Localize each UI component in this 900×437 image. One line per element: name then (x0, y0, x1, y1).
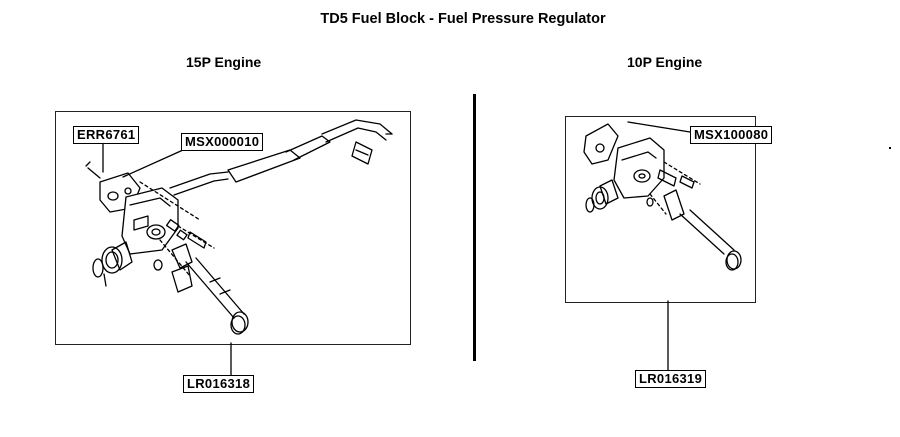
stray-dot (889, 147, 891, 149)
right-engine-label: 10P Engine (627, 54, 703, 70)
part-tag-lr016318[interactable]: LR016318 (183, 375, 255, 393)
panel-divider (473, 94, 476, 361)
diagram-title: TD5 Fuel Block - Fuel Pressure Regulator (320, 11, 606, 27)
part-tag-msx100080[interactable]: MSX100080 (690, 126, 773, 144)
part-tag-lr016319[interactable]: LR016319 (635, 370, 707, 388)
leader-msx000010 (122, 149, 184, 178)
part-tag-msx000010[interactable]: MSX000010 (181, 133, 264, 151)
part-tag-err6761[interactable]: ERR6761 (73, 126, 140, 144)
left-engine-label: 15P Engine (186, 54, 262, 70)
leader-msx100080 (627, 121, 691, 133)
right-diagram-frame (565, 116, 756, 303)
